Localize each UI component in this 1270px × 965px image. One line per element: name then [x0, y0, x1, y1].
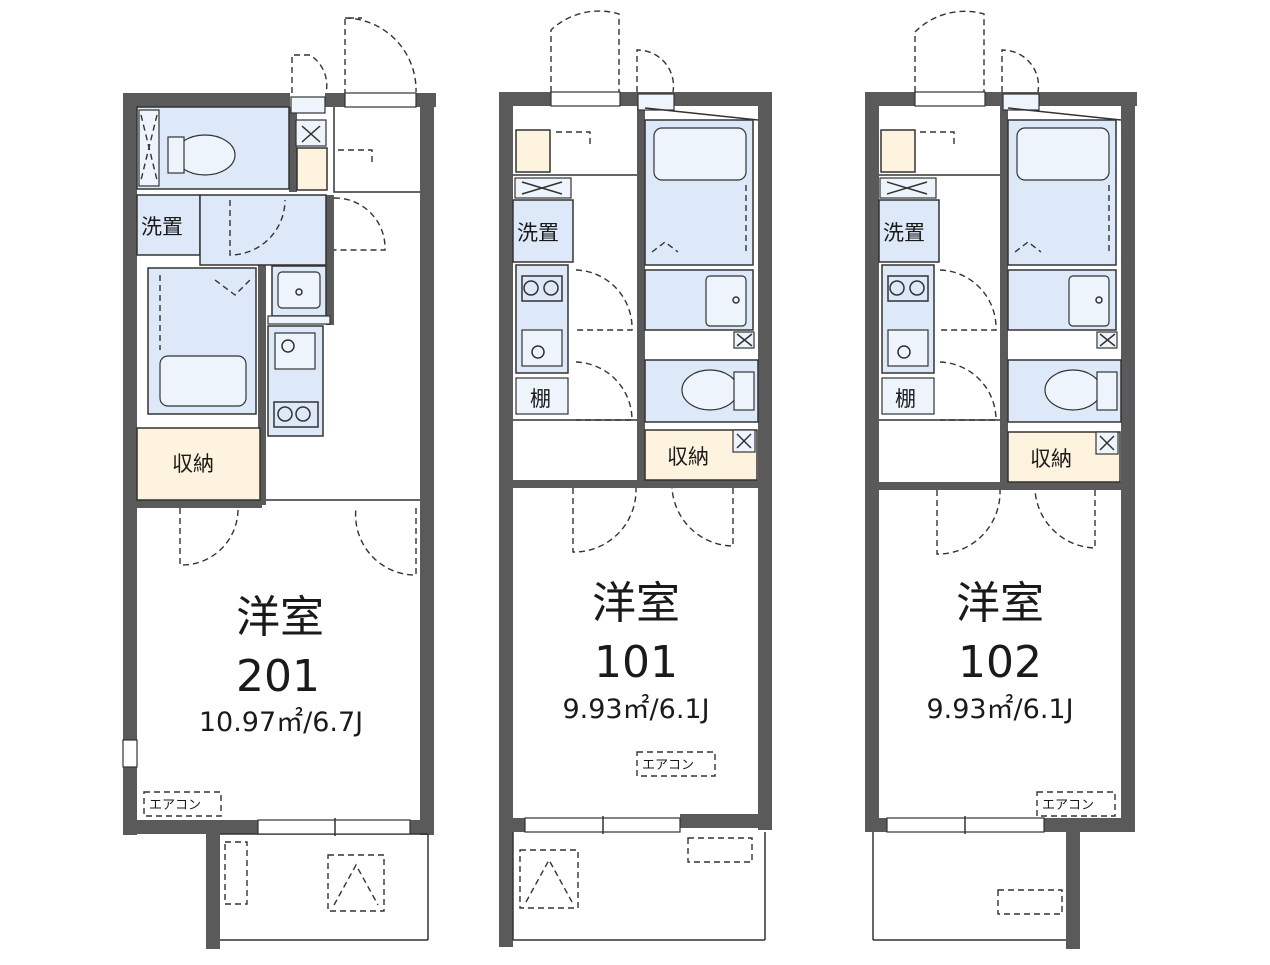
wall	[123, 93, 290, 107]
wall	[1121, 92, 1135, 830]
shoe-cabinet	[515, 129, 551, 173]
wall	[123, 767, 137, 835]
bathtub-icon	[159, 355, 247, 407]
evacuation-hatch	[327, 854, 385, 912]
shoe-cabinet	[296, 147, 328, 191]
wall	[123, 820, 258, 834]
aircon-label: エアコン	[642, 758, 694, 773]
wall	[123, 93, 137, 740]
room-area-label: 10.97㎡/6.7J	[199, 707, 363, 738]
shelf	[515, 377, 569, 415]
laundry-space	[136, 194, 201, 256]
shoe-cabinet	[880, 129, 916, 173]
wall	[513, 480, 758, 488]
wall	[758, 92, 772, 830]
room-type-label: 洋室	[592, 578, 680, 629]
laundry-label: 洗置	[883, 221, 925, 245]
unit-number-label: 102	[958, 637, 1042, 688]
storage-closet	[136, 427, 261, 501]
wall	[326, 195, 334, 325]
aircon-label: エアコン	[1042, 798, 1094, 813]
wall	[499, 818, 525, 832]
toilet-icon	[1044, 369, 1102, 411]
room-area-label: 9.93㎡/6.1J	[926, 694, 1073, 725]
wall	[289, 107, 297, 192]
unit-201: 洗置 収納	[122, 17, 436, 949]
entry-door-swing	[344, 17, 417, 95]
aircon-label: エアコン	[149, 798, 201, 813]
wall	[1000, 106, 1008, 482]
storage-label: 収納	[172, 452, 214, 476]
wall	[410, 820, 434, 834]
laundry-space	[878, 199, 940, 263]
entry-door-swing	[550, 10, 620, 92]
wall	[258, 265, 266, 505]
wall	[879, 482, 1121, 490]
unit-number-label: 101	[594, 637, 678, 688]
washroom	[199, 194, 327, 266]
aircon-box	[1036, 791, 1116, 817]
ac-outdoor-unit	[224, 841, 248, 905]
meter-box	[290, 96, 326, 114]
wall	[865, 818, 887, 832]
entry-door-swing	[914, 10, 985, 92]
wall	[420, 93, 434, 835]
wall	[499, 92, 551, 106]
unit-101: 洗置 棚 収納	[499, 10, 772, 947]
shelf	[881, 377, 935, 415]
ac-outdoor-unit	[997, 889, 1063, 915]
wall	[325, 93, 345, 107]
laundry-label: 洗置	[141, 215, 183, 239]
storage-label: 収納	[1030, 447, 1072, 471]
aircon-box	[143, 791, 222, 817]
wall	[637, 106, 645, 480]
window	[122, 739, 138, 768]
bathtub-icon	[1016, 127, 1110, 181]
toilet-icon	[681, 369, 739, 411]
shelf-label: 棚	[895, 387, 916, 411]
wall	[1044, 818, 1135, 832]
evacuation-hatch	[519, 849, 579, 909]
room-area-label: 9.93㎡/6.1J	[562, 694, 709, 725]
laundry-space	[512, 199, 574, 263]
wall	[206, 834, 220, 949]
shelf-label: 棚	[530, 387, 551, 411]
laundry-label: 洗置	[517, 221, 559, 245]
wall	[680, 814, 772, 828]
wall	[865, 92, 879, 830]
unit-102: 洗置 棚 収納	[865, 10, 1137, 949]
aircon-box	[636, 751, 716, 777]
room-type-label: 洋室	[236, 592, 324, 643]
balcony-window	[257, 819, 411, 835]
bathtub-icon	[653, 127, 747, 181]
storage-label: 収納	[667, 445, 709, 469]
wall	[1066, 832, 1080, 949]
wall	[137, 500, 262, 508]
wall	[865, 92, 915, 106]
room-type-label: 洋室	[956, 578, 1044, 629]
unit-number-label: 201	[236, 651, 320, 702]
ac-outdoor-unit	[687, 837, 753, 863]
meter-box	[637, 93, 675, 111]
wall	[499, 92, 513, 947]
